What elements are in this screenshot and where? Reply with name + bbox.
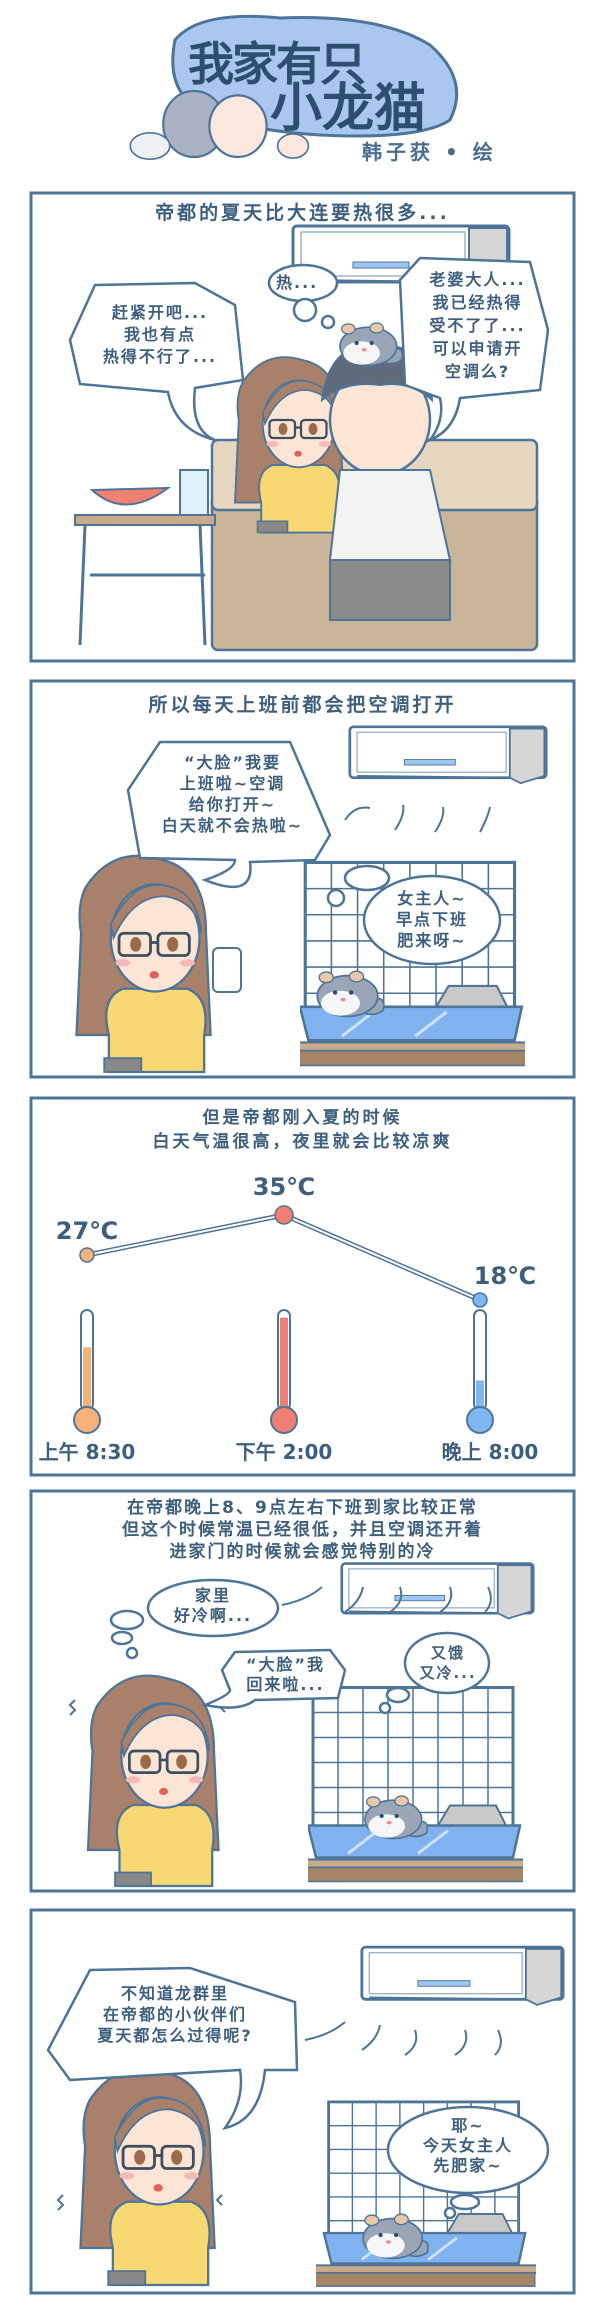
panel4-scene (68, 1562, 535, 1888)
author-credit: 韩子获 • 绘 (362, 140, 497, 164)
hamster-cage (308, 1685, 523, 1884)
cold-air-waves (281, 1586, 492, 1613)
time-label: 晚上 8:00 (441, 1440, 539, 1464)
speech-bubble-hamster: 女主人~ 早点下班 肥来呀~ (395, 889, 468, 950)
cold-air-waves (344, 804, 491, 833)
watermelon (89, 486, 172, 506)
temperature-chart (73, 1205, 494, 1434)
thermometer-fill (280, 1317, 288, 1410)
air-conditioner (340, 1562, 535, 1620)
thought-bubble-text: 热... (276, 273, 319, 292)
speech-bubble-girl: 不知道龙群里 在帝都的小伙伴们 夏天都怎么过得呢? (97, 1984, 253, 2045)
time-label: 上午 8:30 (38, 1440, 136, 1464)
panel4-caption: 在帝都晚上8、9点左右下班到家比较正常 但这个时候常温已经很低，并且空调还开着 … (122, 1498, 483, 1562)
speech-bubble-girl: “大脸”我要 上班啦~空调 给你打开~ 白天就不会热啦~ (161, 753, 304, 835)
panel3-caption: 但是帝都刚入夏的时候 白天气温很高，夜里就会比较凉爽 (152, 1108, 453, 1152)
panel5-scene (46, 1945, 565, 2288)
cold-air-waves (304, 2021, 502, 2056)
temperature-label: 27℃ (55, 1217, 119, 1245)
speech-bubble-hamster: 耶~ 今天女主人 先肥家~ (422, 2116, 513, 2175)
coffee-table (74, 514, 216, 526)
speech-bubble-boy: 老婆大人... 我已经热得 受不了了... 可以申请开 空调么? (429, 270, 526, 381)
panel2-scene (75, 725, 548, 1074)
temperature-point (274, 1205, 294, 1225)
thermometer-bulb (270, 1406, 298, 1434)
temperature-point (79, 1247, 95, 1263)
thermometer-bulb (466, 1406, 494, 1434)
thermometer-bulb (73, 1406, 101, 1434)
time-label: 下午 2:00 (235, 1440, 333, 1464)
panel1-bubbles (68, 256, 550, 443)
temperature-point (472, 1292, 488, 1308)
panel1-scene (74, 224, 539, 652)
thermometer-fill (476, 1380, 484, 1410)
thermometer-fill (83, 1347, 91, 1410)
comic-title-line1: 我家有只 (188, 37, 366, 91)
temperature-label: 35℃ (252, 1173, 316, 1201)
speech-bubble-hamster: 又饿 又冷... (419, 1644, 477, 1682)
remote-control (212, 947, 242, 993)
comic-title-line2: 小龙猫 (270, 78, 427, 139)
shiver-marks (56, 2194, 223, 2211)
speech-bubble-girl: “大脸”我 回来啦... (245, 1655, 326, 1694)
logo (129, 14, 459, 161)
thought-bubble-girl: 家里 好冷啊... (173, 1586, 253, 1625)
speech-bubble-girl: 赶紧开吧... 我也有点 热得不行了... (102, 303, 218, 366)
chinchilla-mascots (129, 89, 310, 161)
panel2-caption: 所以每天上班前都会把空调打开 (148, 694, 457, 716)
glass-of-water (179, 469, 209, 516)
panel1-caption: 帝都的夏天比大连要热很多... (155, 202, 450, 224)
air-conditioner (360, 1945, 565, 2007)
temperature-label: 18℃ (473, 1262, 537, 1290)
air-conditioner (348, 725, 548, 785)
